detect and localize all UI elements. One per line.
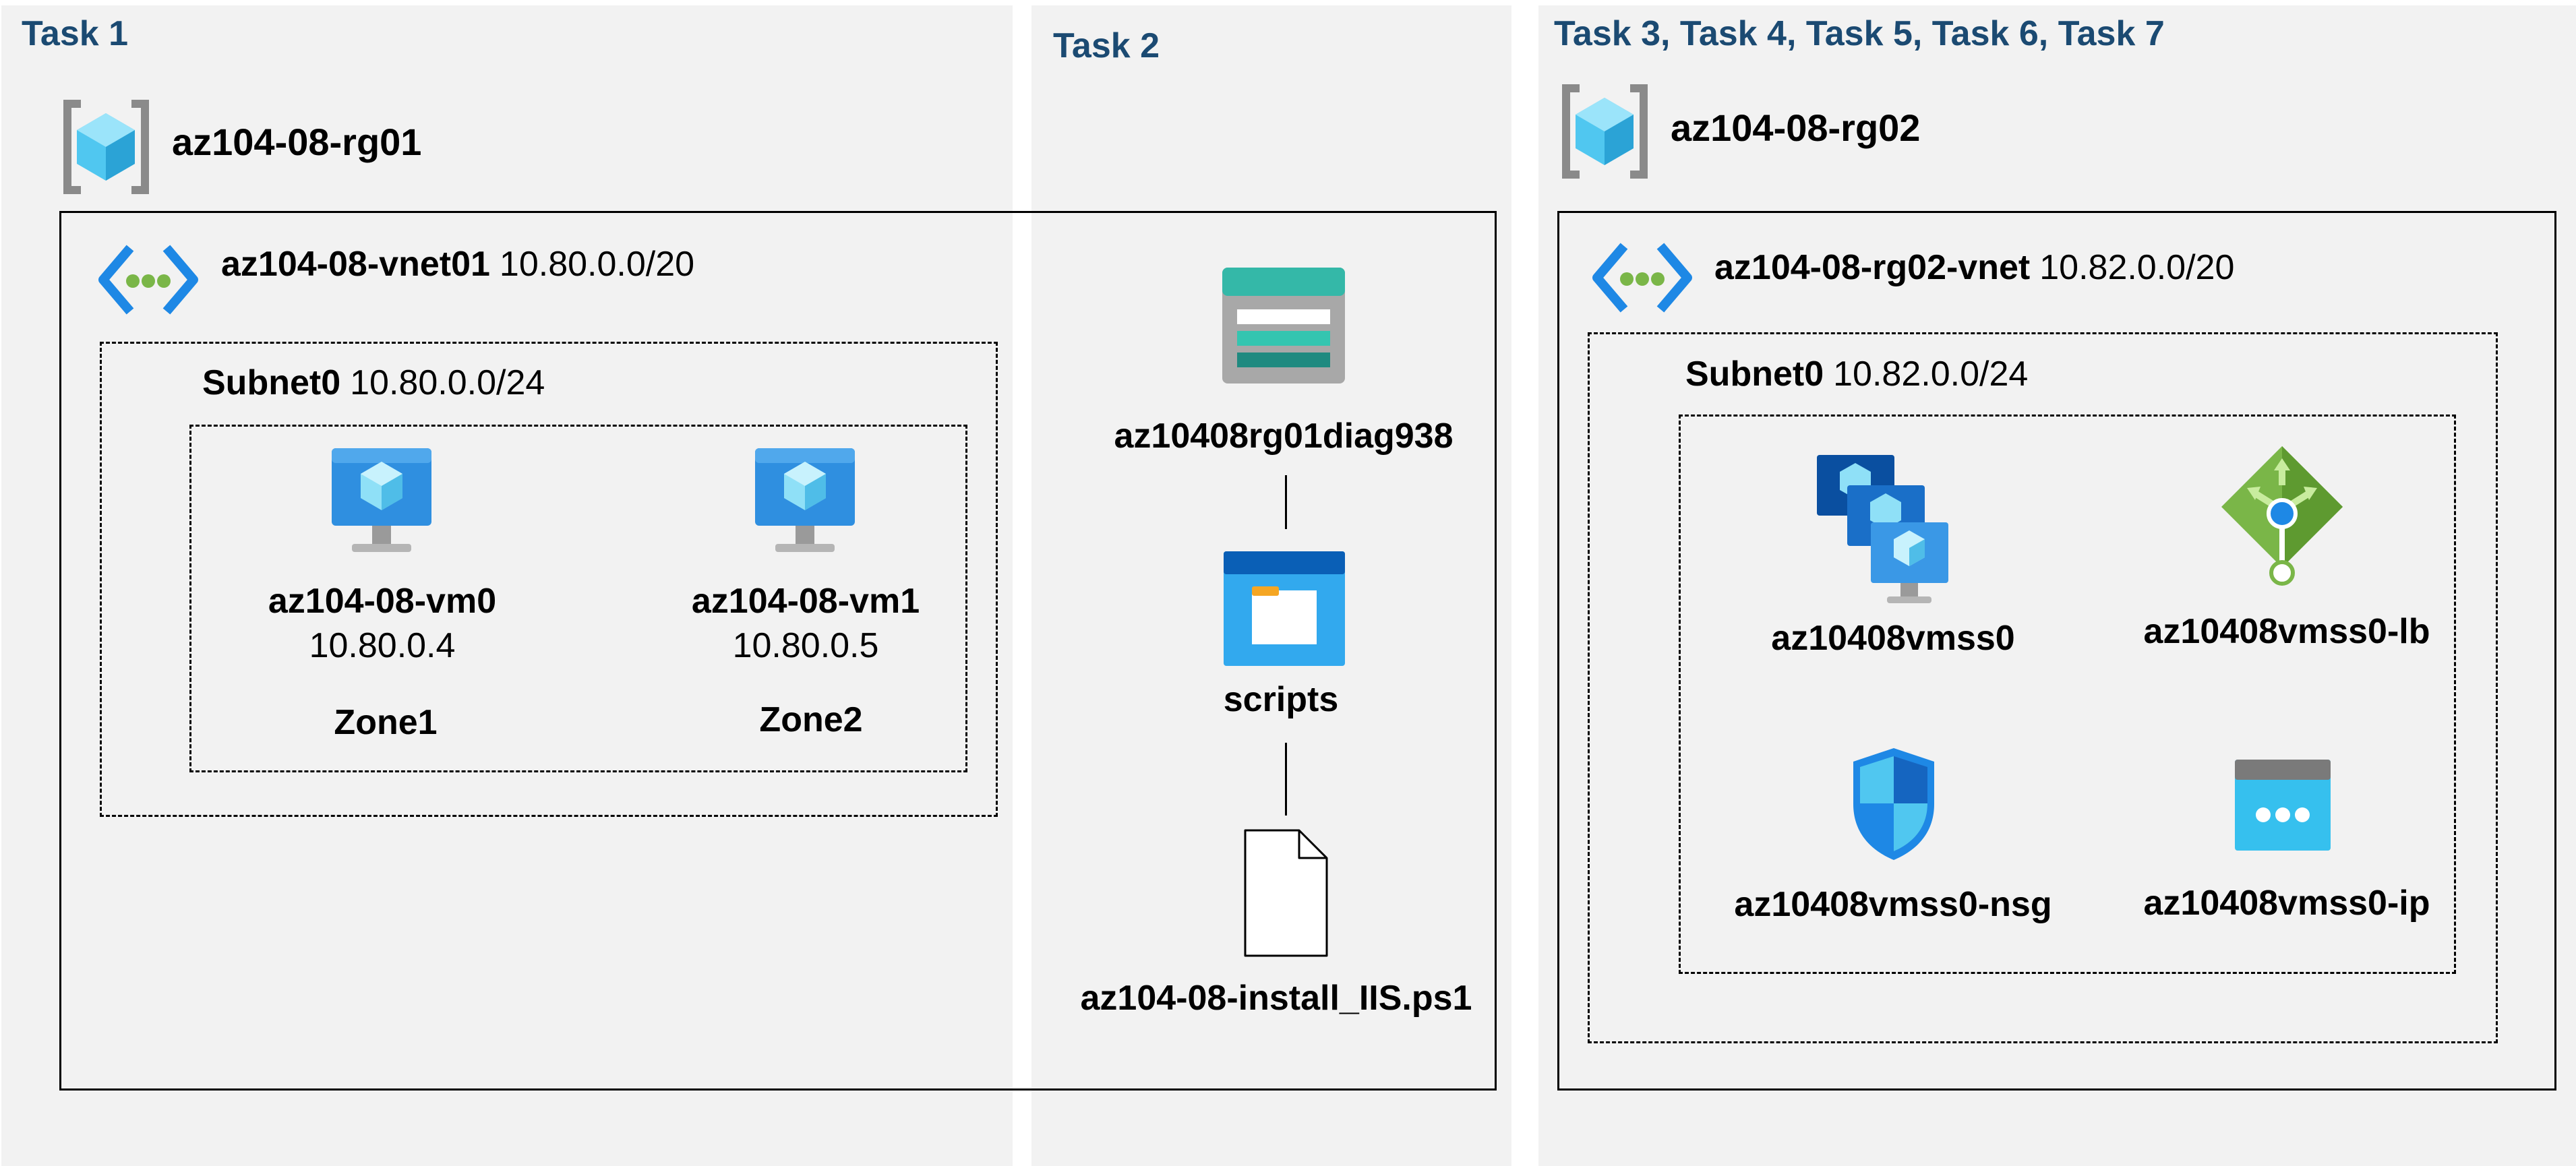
vm-scale-set-icon [1817, 455, 1948, 603]
virtual-network-icon [1592, 243, 1692, 313]
resource-group-icon [1562, 84, 1648, 179]
resource-group-label: az104-08-rg02 [1671, 106, 1921, 149]
vm0-zone: Zone1 [334, 703, 438, 742]
subnet-box [1588, 332, 2498, 1043]
vm1-zone: Zone2 [759, 700, 863, 739]
vm0-ip: 10.80.0.4 [309, 626, 456, 665]
vnet-cidr: 10.80.0.0/20 [499, 245, 695, 284]
nsg-label: az10408vmss0-nsg [1734, 885, 2052, 924]
task1-title: Task 1 [22, 14, 129, 53]
file-icon [1244, 829, 1328, 957]
vnet-name: az104-08-rg02-vnet [1714, 248, 2031, 287]
file-label: az104-08-install_IIS.ps1 [1080, 979, 1472, 1018]
storage-account-icon [1222, 268, 1345, 383]
subnet-name: Subnet0 [202, 363, 341, 402]
connector-line [1285, 743, 1287, 816]
virtual-network-icon [98, 245, 198, 315]
load-balancer-icon [2221, 446, 2343, 586]
resource-group-label: az104-08-rg01 [172, 121, 422, 163]
task2-title: Task 2 [1053, 26, 1160, 65]
storage-account-label: az10408rg01diag938 [1114, 417, 1454, 456]
vnet-box [59, 211, 1497, 1091]
task1-panel [1, 5, 1013, 1166]
vm0-name: az104-08-vm0 [268, 582, 497, 621]
public-ip-label: az10408vmss0-ip [2143, 884, 2430, 923]
vm1-ip: 10.80.0.5 [732, 626, 879, 665]
blob-container-icon [1224, 551, 1345, 666]
vm1-name: az104-08-vm1 [691, 582, 920, 621]
subnet-box [100, 342, 998, 817]
availability-zone-box [189, 425, 967, 772]
subnet-cidr: 10.80.0.0/24 [350, 363, 545, 402]
resource-group-icon [63, 100, 149, 194]
vmss-label: az10408vmss0 [1771, 619, 2015, 658]
connector-line [1285, 475, 1287, 529]
subnet-cidr: 10.82.0.0/24 [1833, 355, 2029, 394]
vnet-box [1557, 211, 2556, 1091]
resources-box [1679, 415, 2456, 974]
vnet-cidr: 10.82.0.0/20 [2039, 248, 2235, 287]
load-balancer-label: az10408vmss0-lb [2143, 612, 2430, 651]
vnet-name: az104-08-vnet01 [221, 245, 490, 284]
public-ip-icon [2235, 760, 2331, 851]
network-security-group-icon [1853, 748, 1934, 860]
task3-title: Task 3, Task 4, Task 5, Task 6, Task 7 [1554, 14, 2165, 53]
virtual-machine-icon [755, 448, 855, 552]
container-label: scripts [1223, 680, 1339, 719]
subnet-name: Subnet0 [1685, 355, 1824, 394]
virtual-machine-icon [332, 448, 431, 552]
